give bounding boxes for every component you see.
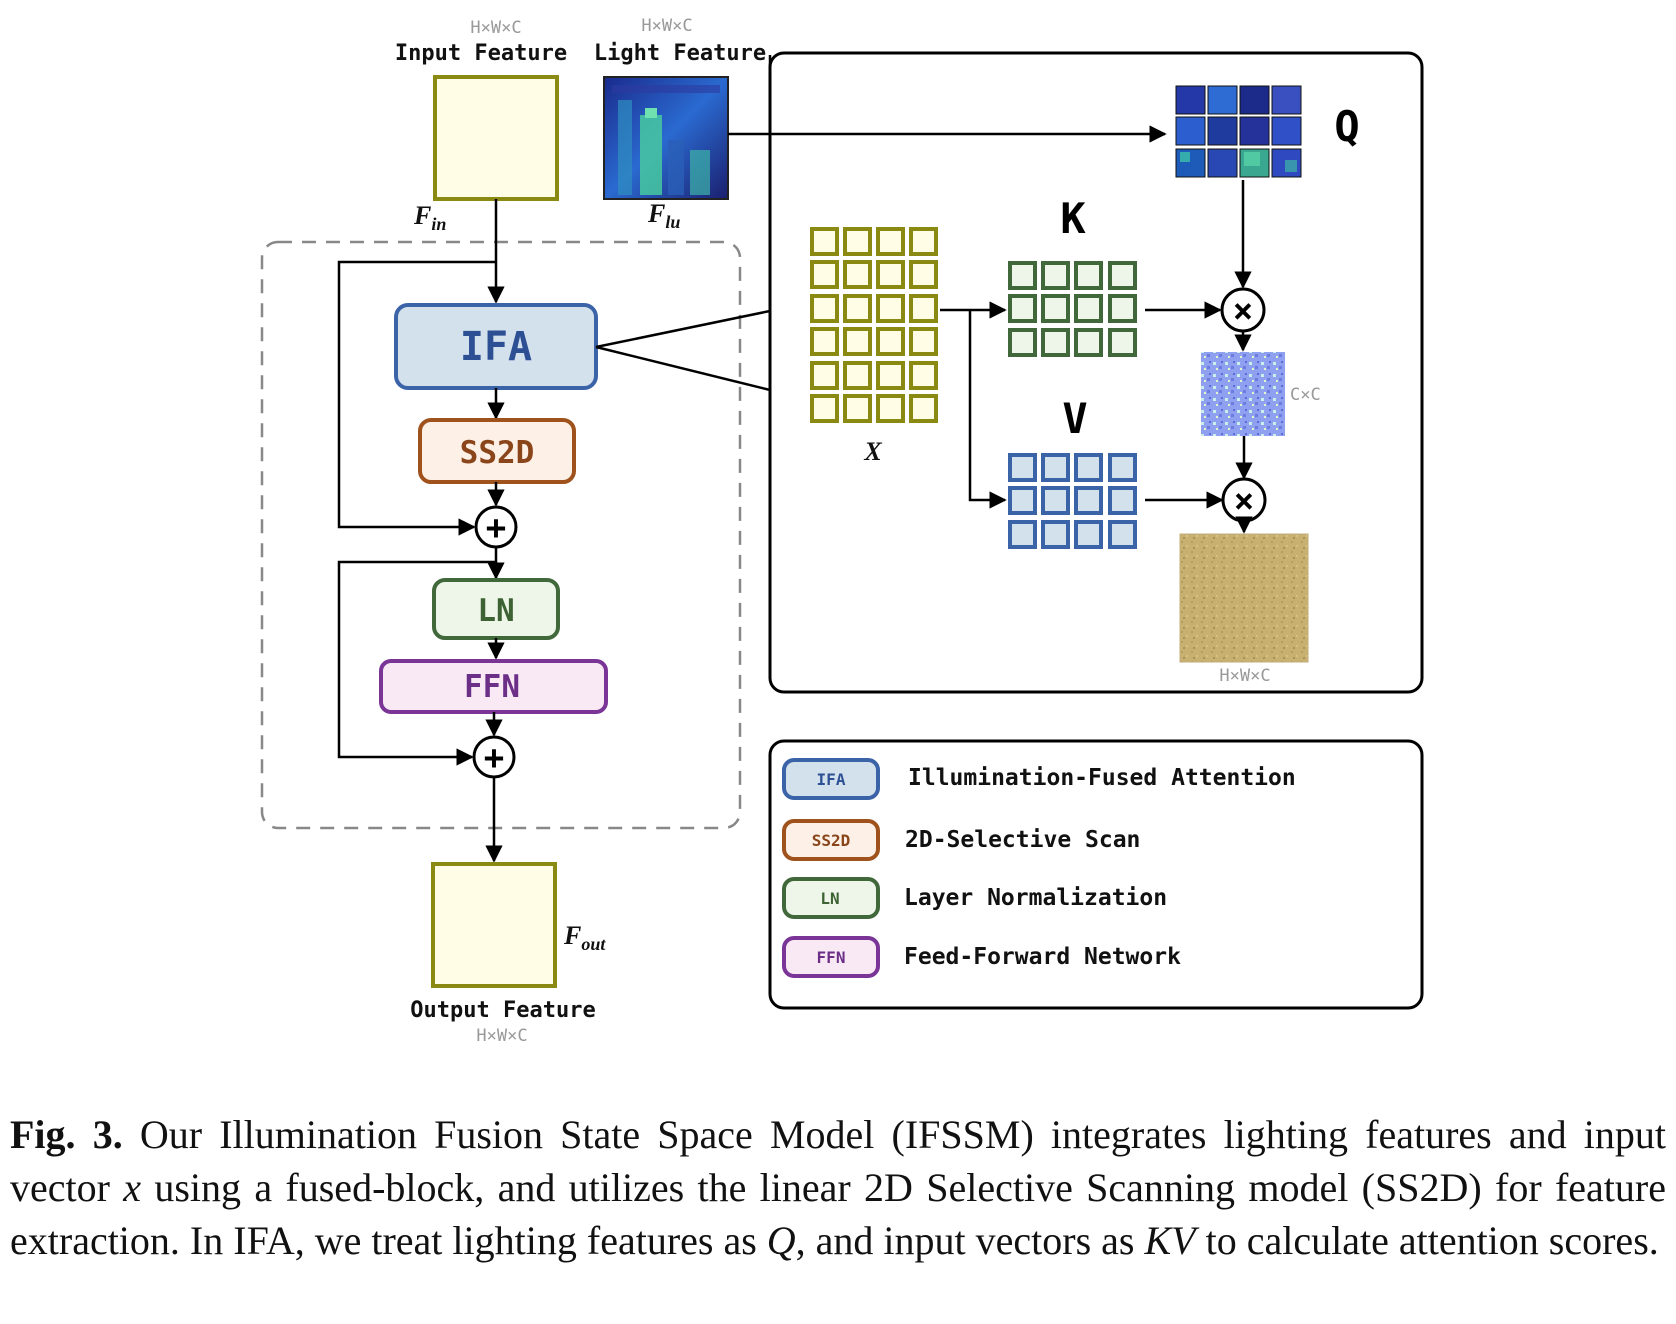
ln-block: LN bbox=[432, 578, 560, 640]
legend-swatch-ss2d bbox=[782, 819, 880, 861]
multiply-node-2-symbol: × bbox=[1234, 481, 1254, 521]
caption-text-3: , and input vectors as bbox=[795, 1218, 1145, 1263]
figure-caption: Fig. 3. Our Illumination Fusion State Sp… bbox=[10, 1108, 1666, 1267]
legend-text-ss2d: 2D-Selective Scan bbox=[905, 827, 1140, 853]
ss2d-block: SS2D bbox=[418, 418, 576, 484]
legend-abbr-ffn: FFN bbox=[817, 948, 846, 967]
q-label: Q bbox=[1334, 102, 1359, 151]
legend-text-ln: Layer Normalization bbox=[904, 885, 1167, 911]
legend-text-ifa: Illumination-Fused Attention bbox=[908, 765, 1296, 791]
ifa-block: IFA bbox=[394, 303, 598, 390]
add-node-2-symbol: + bbox=[484, 738, 504, 778]
ifssm-block-container bbox=[260, 240, 742, 830]
q-patch-grid bbox=[1175, 85, 1302, 178]
ln-label: LN bbox=[477, 593, 514, 629]
legend-item-ffn: FFN Feed-Forward Network bbox=[782, 936, 1181, 978]
legend-abbr-ln: LN bbox=[820, 889, 839, 908]
legend-item-ln: LN Layer Normalization bbox=[782, 877, 1167, 919]
light-feature-label: Light Feature bbox=[594, 41, 766, 66]
attention-map-cc bbox=[1201, 352, 1285, 436]
input-feature-label: Input Feature bbox=[395, 41, 567, 66]
ifa-label: IFA bbox=[460, 324, 532, 370]
legend-item-ifa: IFA Illumination-Fused Attention bbox=[782, 758, 1296, 800]
v-label: V bbox=[1062, 394, 1087, 443]
attention-output-map bbox=[1179, 533, 1309, 663]
input-feature-box bbox=[433, 75, 559, 201]
arrow-x-to-v bbox=[968, 310, 1007, 509]
legend-panel bbox=[768, 739, 1424, 1010]
light-feature-image bbox=[603, 76, 729, 200]
ffn-block: FFN bbox=[379, 659, 608, 714]
legend-swatch-ffn bbox=[782, 936, 880, 978]
residual-path-1 bbox=[337, 260, 496, 536]
legend-text-ffn: Feed-Forward Network bbox=[904, 944, 1181, 970]
light-dim-label: H×W×C bbox=[641, 16, 692, 36]
f-in-label: Fin bbox=[413, 201, 446, 234]
residual-path-2 bbox=[337, 560, 496, 766]
multiply-node-2: × bbox=[1221, 477, 1267, 523]
add-node-1: + bbox=[474, 505, 518, 549]
legend-abbr-ifa: IFA bbox=[817, 770, 846, 789]
attention-detail-panel bbox=[768, 51, 1424, 694]
output-dim-label: H×W×C bbox=[476, 1026, 527, 1046]
zoom-line-bottom bbox=[595, 345, 771, 392]
legend-item-ss2d: SS2D 2D-Selective Scan bbox=[782, 819, 1140, 861]
x-label: X bbox=[863, 437, 882, 466]
caption-var-x: x bbox=[123, 1165, 142, 1210]
v-matrix bbox=[1008, 453, 1137, 549]
legend-swatch-ln bbox=[782, 877, 880, 919]
ffn-label: FFN bbox=[464, 669, 520, 705]
hwc-dim-label: H×W×C bbox=[1219, 666, 1270, 686]
x-matrix bbox=[810, 227, 938, 423]
output-feature-label: Output Feature bbox=[410, 998, 595, 1023]
multiply-node-1: × bbox=[1220, 287, 1266, 333]
add-node-2: + bbox=[472, 735, 516, 779]
k-label: K bbox=[1060, 194, 1086, 243]
legend-abbr-ss2d: SS2D bbox=[812, 831, 851, 850]
ss2d-label: SS2D bbox=[460, 435, 535, 471]
caption-text-2: using a fused-block, and utilizes the li… bbox=[10, 1165, 1666, 1263]
legend-swatch-ifa bbox=[782, 758, 880, 800]
k-matrix bbox=[1008, 261, 1137, 357]
add-node-1-symbol: + bbox=[486, 508, 506, 548]
caption-text-4: to calculate attention scores. bbox=[1195, 1218, 1659, 1263]
caption-fig-number: Fig. 3. bbox=[10, 1112, 123, 1157]
f-lu-label: Flu bbox=[647, 199, 680, 232]
cc-dim-label: C×C bbox=[1290, 385, 1321, 405]
input-dim-label: H×W×C bbox=[470, 18, 521, 38]
caption-text-1: Our Illumination Fusion State Space Mode… bbox=[10, 1112, 1667, 1210]
caption-var-kv: KV bbox=[1144, 1218, 1196, 1263]
caption-var-q: Q bbox=[766, 1218, 796, 1263]
output-feature-box bbox=[431, 862, 557, 988]
f-out-label: Fout bbox=[563, 921, 606, 954]
multiply-node-1-symbol: × bbox=[1233, 291, 1253, 331]
